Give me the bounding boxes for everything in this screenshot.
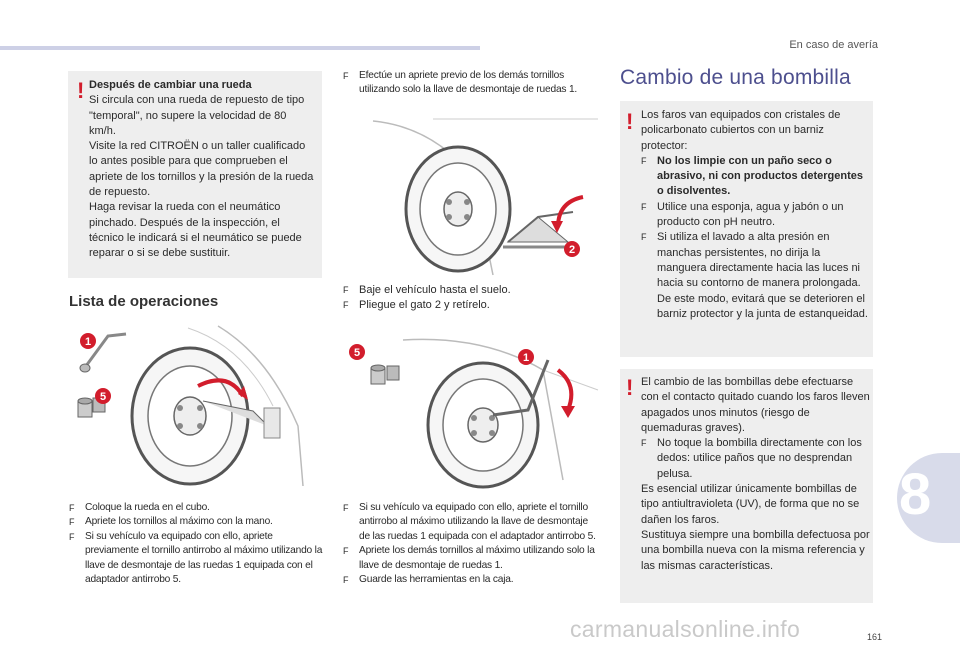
chapter-number: 8 <box>899 462 932 527</box>
bulb-outro: Es esencial utilizar únicamente bombilla… <box>641 483 870 572</box>
warning-icon: ! <box>626 109 634 134</box>
bullet-icon: F <box>343 300 349 311</box>
bullet-icon: F <box>641 155 647 166</box>
warning-icon: ! <box>77 78 85 103</box>
bullet-icon: F <box>69 517 75 528</box>
bullet-icon: F <box>641 438 647 449</box>
label-5-badge <box>95 388 111 404</box>
label-5: 5 <box>354 347 360 359</box>
section-title: En caso de avería <box>789 39 878 51</box>
note-box-headlamp-cleaning: ! Los faros van equipados con cristales … <box>620 101 873 357</box>
bullet-icon: F <box>343 575 349 586</box>
bulb-intro: El cambio de las bombillas debe efectuar… <box>641 376 870 434</box>
label-5-badge <box>349 344 365 360</box>
operations-heading: Lista de operaciones <box>69 293 219 310</box>
page-number: 161 <box>866 632 882 642</box>
bullet-icon: F <box>343 503 349 513</box>
bulb-section-title: Cambio de una bombilla <box>620 66 851 89</box>
label-1: 1 <box>523 352 529 364</box>
chapter-tab: 8 <box>897 453 960 543</box>
label-1-badge <box>518 349 534 365</box>
label-5: 5 <box>100 391 106 403</box>
jack-lowering-illustration: 2 <box>372 118 598 276</box>
note-body: Si circula con una rueda de repuesto de … <box>89 94 314 260</box>
bullet-icon: F <box>343 71 349 81</box>
label-2: 2 <box>569 244 575 256</box>
warning-icon: ! <box>626 375 634 400</box>
wheel-fitting-illustration: 1 5 <box>77 325 304 487</box>
bullet-icon: F <box>69 531 75 542</box>
note-box-bulb-change: ! El cambio de las bombillas debe efectu… <box>620 369 873 603</box>
label-1-badge <box>80 333 96 349</box>
header-bar <box>0 46 480 50</box>
bullet-icon: F <box>69 503 75 513</box>
note-title: Después de cambiar una rueda <box>89 79 252 91</box>
bullet-icon: F <box>641 201 647 212</box>
label-2-badge <box>564 241 580 257</box>
note-box-after-wheel-change: ! Después de cambiar una rueda Si circul… <box>68 71 322 278</box>
bullet-icon: F <box>641 232 647 243</box>
headlamp-intro: Los faros van equipados con cristales de… <box>641 109 841 152</box>
bullet-icon: F <box>343 285 349 295</box>
bullet-icon: F <box>343 546 349 557</box>
watermark: carmanualsonline.info <box>570 616 801 642</box>
bolt-tightening-illustration: 5 1 <box>349 338 599 489</box>
label-1: 1 <box>85 336 91 348</box>
